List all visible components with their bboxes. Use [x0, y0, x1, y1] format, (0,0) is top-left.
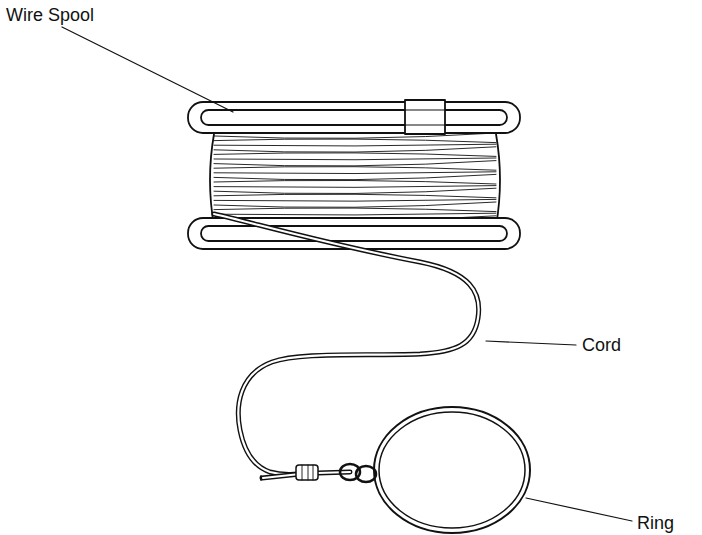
part-label: Cord: [582, 336, 621, 354]
wire-winding: [214, 144, 496, 146]
part-label: Ring: [637, 514, 674, 532]
wire-winding: [214, 186, 496, 188]
cord: [214, 214, 479, 481]
wire-winding: [214, 161, 496, 166]
spool-flange: [188, 218, 520, 249]
wire-winding: [214, 188, 496, 193]
wire-winding: [214, 172, 496, 174]
part-label: Wire Spool: [6, 6, 94, 24]
spool-flange-slot: [201, 110, 507, 125]
spool-clip: [405, 100, 445, 134]
ring-outline: [374, 407, 530, 533]
wire-winding: [214, 139, 496, 143]
leader-line: [486, 341, 576, 345]
wire-winding: [214, 194, 496, 198]
wire-winding: [214, 174, 496, 179]
leader-line: [62, 27, 233, 112]
spool-flange-slot: [201, 226, 507, 241]
wire-winding: [214, 153, 496, 157]
spool-flange: [188, 102, 520, 133]
wire-winding: [214, 158, 496, 160]
wire-winding: [214, 180, 496, 184]
wire-winding: [214, 199, 496, 201]
wire-winding: [214, 213, 496, 215]
wire-winding: [214, 208, 496, 212]
spool-clip: [405, 110, 445, 125]
wire-body: [212, 132, 498, 228]
leader-line: [526, 498, 632, 521]
wire-winding: [214, 147, 496, 152]
wire-winding: [214, 202, 496, 207]
wire-windings: [214, 133, 496, 225]
link-loop: [356, 466, 376, 482]
wire-body-edge: [496, 134, 500, 226]
ring-outline: [379, 412, 525, 528]
wire-winding: [214, 167, 496, 171]
